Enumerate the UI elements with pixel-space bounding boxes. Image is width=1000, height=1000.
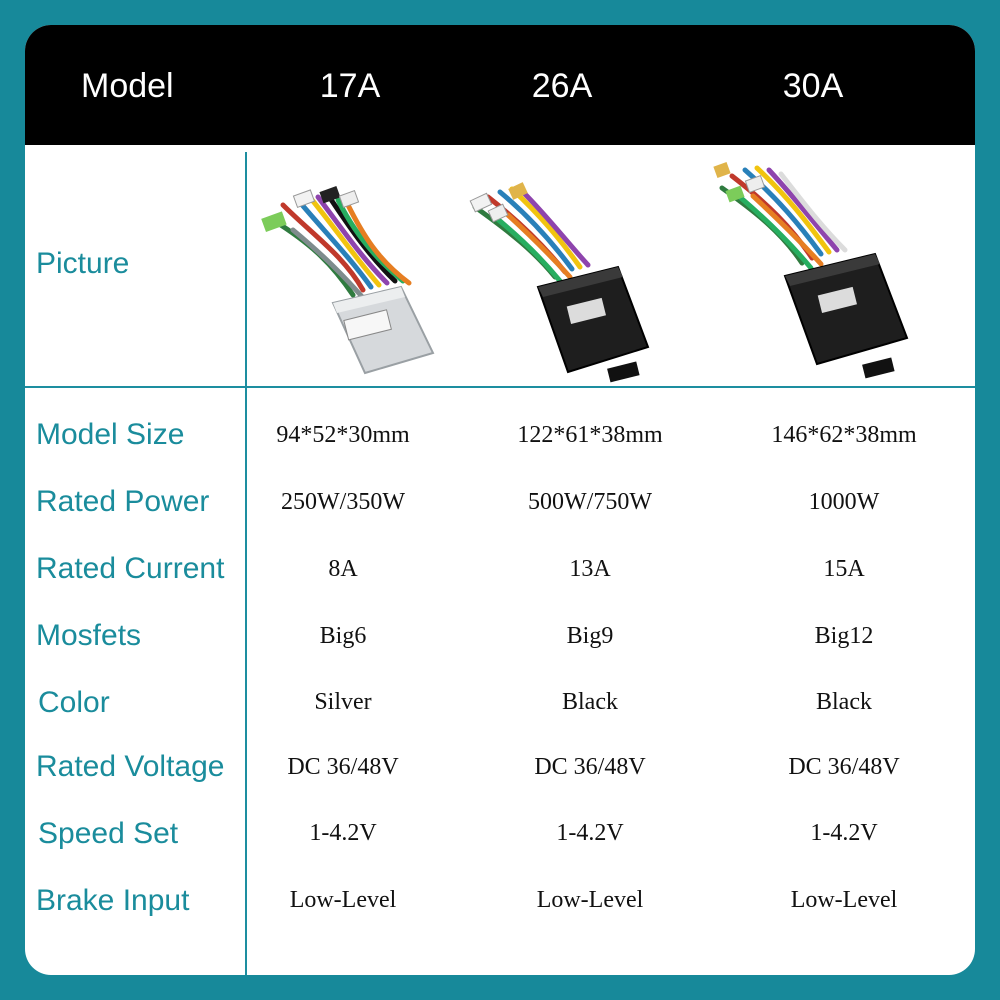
black-controller-26a-image — [469, 182, 650, 383]
cell-rated-voltage-17a: DC 36/48V — [287, 754, 399, 780]
column-divider — [245, 152, 247, 975]
black-controller-30a-image — [713, 161, 909, 379]
silver-controller-17a-image — [261, 185, 435, 375]
cell-mosfets-17a: Big6 — [319, 623, 367, 649]
spec-table-card: Model 17A 26A 30A Picture — [25, 25, 975, 975]
row-label-rated-current: Rated Current — [36, 552, 225, 585]
cell-rated-voltage-26a: DC 36/48V — [534, 754, 646, 780]
cell-speed-set-17a: 1-4.2V — [309, 820, 377, 846]
cell-rated-voltage-30a: DC 36/48V — [788, 754, 900, 780]
row-label-color: Color — [38, 686, 110, 719]
cell-brake-input-26a: Low-Level — [536, 887, 644, 913]
cell-color-30a: Black — [816, 689, 872, 715]
cell-rated-power-30a: 1000W — [808, 489, 880, 515]
cell-speed-set-26a: 1-4.2V — [556, 820, 624, 846]
row-divider — [25, 386, 975, 388]
cell-color-17a: Silver — [314, 689, 372, 715]
header-model-label: Model — [81, 67, 174, 105]
table-header: Model 17A 26A 30A — [25, 25, 975, 145]
cell-speed-set-30a: 1-4.2V — [810, 820, 878, 846]
header-col-30a: 30A — [782, 67, 844, 105]
cell-brake-input-17a: Low-Level — [289, 887, 397, 913]
cell-model-size-17a: 94*52*30mm — [276, 422, 410, 448]
cell-rated-current-17a: 8A — [328, 556, 358, 582]
cell-rated-power-26a: 500W/750W — [528, 489, 652, 515]
row-label-model-size: Model Size — [36, 418, 185, 451]
header-col-17a: 17A — [319, 67, 381, 105]
row-label-rated-voltage: Rated Voltage — [36, 750, 225, 783]
header-col-26a: 26A — [531, 67, 593, 105]
row-label-rated-power: Rated Power — [36, 485, 210, 518]
cell-rated-current-26a: 13A — [569, 556, 611, 582]
cell-rated-power-17a: 250W/350W — [281, 489, 405, 515]
row-label-brake-input: Brake Input — [36, 884, 190, 917]
row-label-mosfets: Mosfets — [36, 619, 142, 652]
cell-model-size-26a: 122*61*38mm — [517, 422, 663, 448]
cell-mosfets-26a: Big9 — [566, 623, 614, 649]
cell-mosfets-30a: Big12 — [814, 623, 874, 649]
cell-rated-current-30a: 15A — [823, 556, 865, 582]
cell-model-size-30a: 146*62*38mm — [771, 422, 917, 448]
row-label-speed-set: Speed Set — [38, 817, 179, 850]
cell-color-26a: Black — [562, 689, 618, 715]
cell-brake-input-30a: Low-Level — [790, 887, 898, 913]
picture-label: Picture — [36, 247, 130, 280]
